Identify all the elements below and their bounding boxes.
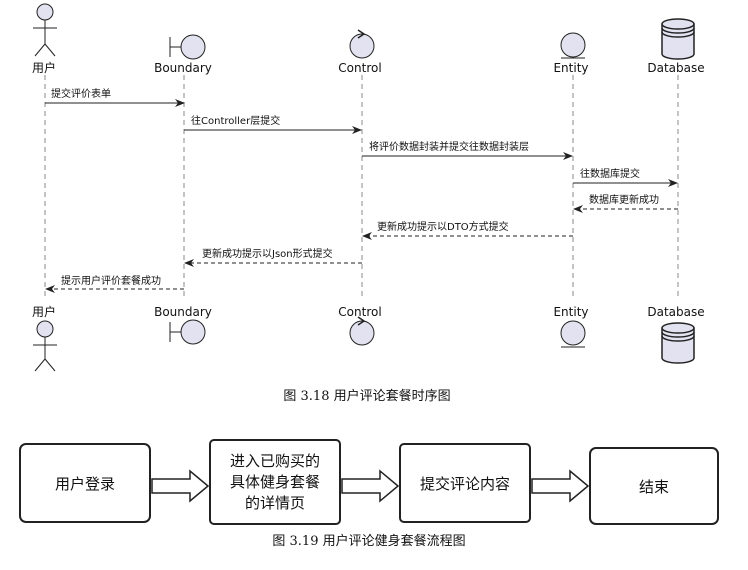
participant-label-control-bottom: Control	[338, 305, 381, 319]
control-icon	[349, 316, 375, 346]
flow-caption: 图 3.19 用户评论健身套餐流程图	[272, 533, 465, 549]
flow-arrow	[341, 469, 400, 503]
flow-step-box	[399, 443, 531, 523]
message-label: 往Controller层提交	[191, 114, 280, 127]
message-label: 提示用户评价套餐成功	[61, 274, 161, 287]
flow-step-box	[19, 443, 151, 523]
message-6: 更新成功提示以DTO方式提交	[362, 220, 573, 240]
control-icon	[349, 29, 375, 59]
flow-chart: 用户登录 进入已购买的 具体健身套餐 的详情页 提交评论内容 结束 图 3.19…	[19, 439, 719, 549]
entity-icon	[560, 32, 586, 59]
participant-label-boundary: Boundary	[154, 61, 212, 75]
boundary-icon	[169, 319, 206, 345]
boundary-icon	[169, 34, 206, 60]
message-5: 数据库更新成功	[573, 193, 678, 213]
flow-arrow	[151, 469, 210, 503]
message-label: 提交评价表单	[51, 87, 111, 100]
participant-label-boundary-bottom: Boundary	[154, 305, 212, 319]
participant-label-user-bottom: 用户	[32, 304, 56, 319]
sequence-caption: 图 3.18 用户评论套餐时序图	[283, 388, 450, 404]
message-label: 往数据库提交	[580, 167, 640, 180]
participant-label-entity-bottom: Entity	[553, 305, 588, 319]
participant-label-database: Database	[647, 61, 704, 75]
sequence-diagram: 用户 Boundary Control Entity	[32, 3, 705, 404]
message-4: 往数据库提交	[573, 167, 678, 187]
database-icon	[661, 322, 695, 364]
entity-icon	[560, 320, 586, 348]
flow-step-label: 进入已购买的	[230, 452, 320, 470]
message-3: 将评价数据封装并提交往数据封装层	[362, 140, 573, 160]
participant-label-database-bottom: Database	[647, 305, 704, 319]
actor-icon	[33, 320, 57, 372]
message-8: 提示用户评价套餐成功	[45, 274, 184, 293]
actor-icon	[33, 3, 57, 57]
message-1: 提交评价表单	[45, 87, 185, 107]
flow-step-label: 具体健身套餐	[230, 473, 320, 491]
participants-top: 用户 Boundary Control Entity	[32, 3, 705, 75]
participants-bottom: 用户 Boundary Control Entity	[32, 304, 705, 372]
participant-label-entity: Entity	[553, 61, 588, 75]
flow-step-box	[589, 447, 719, 525]
flow-step-label: 结束	[639, 478, 669, 496]
message-label: 更新成功提示以DTO方式提交	[377, 220, 509, 233]
message-7: 更新成功提示以Json形式提交	[184, 247, 362, 267]
message-2: 往Controller层提交	[184, 114, 362, 134]
flow-step-label: 用户登录	[55, 475, 115, 493]
database-icon	[661, 18, 695, 60]
messages: 提交评价表单 往Controller层提交 将评价数据封装并提交往数据封装层 往…	[45, 87, 678, 293]
flow-step-label: 提交评论内容	[420, 475, 510, 493]
participant-label-user: 用户	[32, 60, 56, 75]
flow-step-box	[209, 439, 341, 525]
message-label: 数据库更新成功	[589, 193, 659, 206]
flow-arrow	[531, 469, 590, 503]
flow-step-label: 的详情页	[245, 494, 305, 512]
participant-label-control: Control	[338, 61, 381, 75]
lifelines	[44, 75, 679, 300]
message-label: 更新成功提示以Json形式提交	[202, 247, 333, 260]
message-label: 将评价数据封装并提交往数据封装层	[369, 140, 529, 153]
